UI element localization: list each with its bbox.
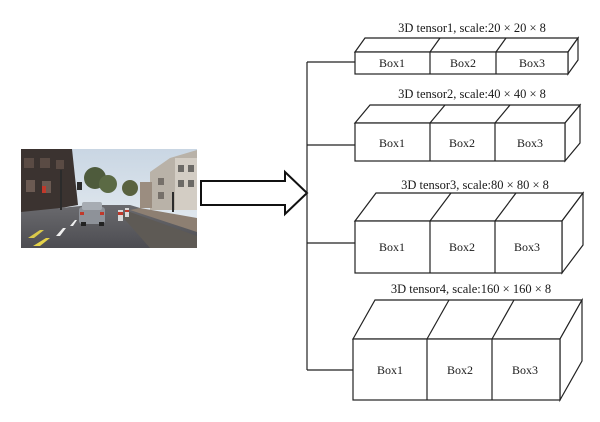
tensor-4: 3D tensor4, scale:160 × 160 × 8 Box1 Box… [351, 282, 584, 403]
tensor-1-box-3: Box3 [519, 56, 545, 70]
tensor-1: 3D tensor1, scale:20 × 20 × 8 Box1 Box2 … [353, 21, 580, 76]
connector-lines [306, 61, 355, 371]
tensor-4-title: 3D tensor4, scale:160 × 160 × 8 [391, 282, 551, 296]
tensor-2-box-1: Box1 [379, 136, 405, 150]
tensor-4-box-3: Box3 [512, 363, 538, 377]
tensor-3-box-1: Box1 [379, 240, 405, 254]
tensor-2-box-3: Box3 [517, 136, 543, 150]
tensor-3: 3D tensor3, scale:80 × 80 × 8 Box1 Box2 … [353, 178, 585, 275]
street-scene-photo [21, 149, 197, 248]
flow-arrow [200, 169, 309, 217]
tensor-2: 3D tensor2, scale:40 × 40 × 8 Box1 Box2 … [353, 87, 582, 163]
tensor-1-box-1: Box1 [379, 56, 405, 70]
tensor-3-box-2: Box2 [449, 240, 475, 254]
tensor-2-title: 3D tensor2, scale:40 × 40 × 8 [398, 87, 546, 101]
tensor-4-box-2: Box2 [447, 363, 473, 377]
tensor-1-box-2: Box2 [450, 56, 476, 70]
tensor-3-box-3: Box3 [514, 240, 540, 254]
tensor-1-title: 3D tensor1, scale:20 × 20 × 8 [398, 21, 546, 35]
tensor-2-box-2: Box2 [449, 136, 475, 150]
tensor-3-title: 3D tensor3, scale:80 × 80 × 8 [401, 178, 549, 192]
tensor-4-box-1: Box1 [377, 363, 403, 377]
